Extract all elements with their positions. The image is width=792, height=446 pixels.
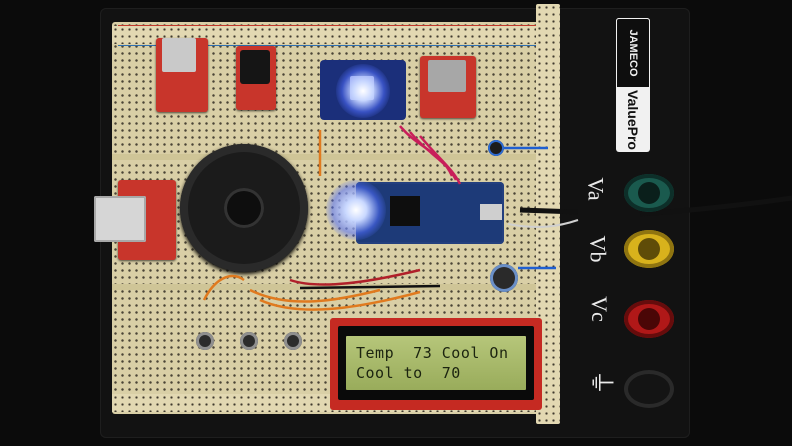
- binding-post-va[interactable]: [624, 174, 674, 212]
- pushbutton-3[interactable]: [284, 332, 302, 350]
- post-label-vb: Vb: [585, 235, 611, 263]
- lcd-line-1: Temp 73 Cool On: [356, 344, 509, 362]
- lcd-screen: Temp 73 Cool On Cool to 70: [346, 336, 526, 390]
- side-power-rail: [536, 4, 560, 424]
- capacitor-small: [488, 140, 504, 156]
- binding-post-vc[interactable]: [624, 300, 674, 338]
- center-channel: [112, 154, 552, 160]
- binding-post-vc-hole: [638, 308, 660, 330]
- speaker-cone: [224, 188, 264, 228]
- post-label-vc: Vc: [586, 296, 612, 322]
- lcd-line-2: Cool to 70: [356, 364, 461, 382]
- sd-card-socket: [428, 60, 466, 92]
- binding-post-ground[interactable]: [624, 370, 674, 408]
- led-glow: [336, 64, 390, 118]
- ethernet-jack: [94, 196, 146, 242]
- capacitor-large: [490, 264, 518, 292]
- top-power-rail: [112, 26, 552, 44]
- status-led-glow: [326, 180, 386, 240]
- usb-breakout-board: [156, 38, 208, 112]
- lcd-bezel: Temp 73 Cool On Cool to 70: [338, 326, 534, 400]
- brand-model: ValuePro: [625, 89, 641, 150]
- usb-port: [480, 204, 502, 220]
- audio-jack-breakout: [236, 46, 276, 110]
- lcd-module: Temp 73 Cool On Cool to 70: [330, 318, 542, 410]
- rail-blue-line: [118, 45, 546, 46]
- binding-post-va-hole: [638, 182, 660, 204]
- pushbutton-1[interactable]: [196, 332, 214, 350]
- brand-plate: JAMECO ValuePro: [616, 18, 650, 152]
- brand-logo-panel: JAMECO: [616, 18, 650, 88]
- sd-card-breakout: [420, 56, 476, 118]
- pushbutton-2[interactable]: [240, 332, 258, 350]
- rail-red-line: [118, 25, 546, 26]
- speaker: [180, 144, 308, 272]
- usb-connector: [162, 38, 196, 72]
- audio-jack: [240, 50, 270, 84]
- binding-post-vb-hole: [638, 238, 660, 260]
- brand-logo: JAMECO: [627, 29, 639, 77]
- microcontroller-chip: [390, 196, 420, 226]
- binding-post-vb[interactable]: [624, 230, 674, 268]
- post-label-va: Va: [583, 177, 609, 201]
- ground-icon: ⏚: [586, 369, 616, 396]
